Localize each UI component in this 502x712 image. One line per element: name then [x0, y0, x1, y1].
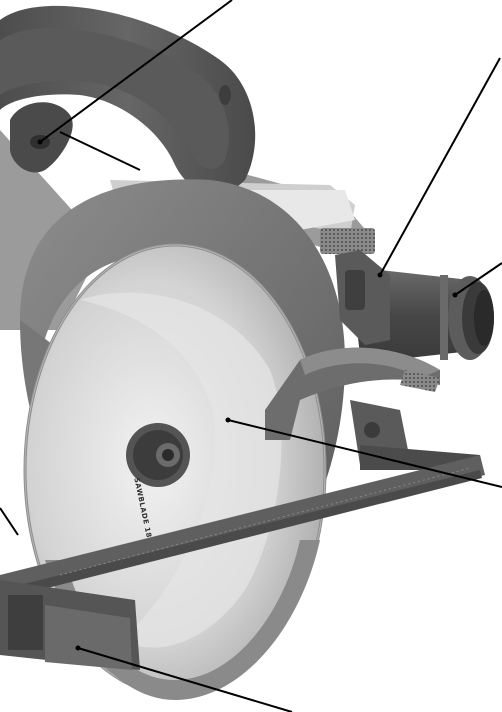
lower-guard-lever [265, 347, 440, 440]
callout-line-guard-left [0, 507, 19, 536]
callout-line-handle [39, 0, 233, 143]
vent-mesh [320, 228, 375, 254]
main-handle [0, 5, 256, 195]
callout-line-handle-secondary [59, 131, 141, 171]
callout-line-dust-port [454, 262, 502, 296]
base-plate [0, 455, 485, 600]
callout-line-dust-port-latch [379, 57, 501, 276]
callout-markers [37, 139, 458, 651]
base-plate-front [0, 580, 140, 670]
callout-line-blade [227, 419, 502, 488]
handle-lever [10, 102, 73, 173]
dust-port-latch [335, 250, 390, 345]
bevel-bracket [350, 400, 480, 470]
callout-line-base-front [77, 647, 293, 712]
